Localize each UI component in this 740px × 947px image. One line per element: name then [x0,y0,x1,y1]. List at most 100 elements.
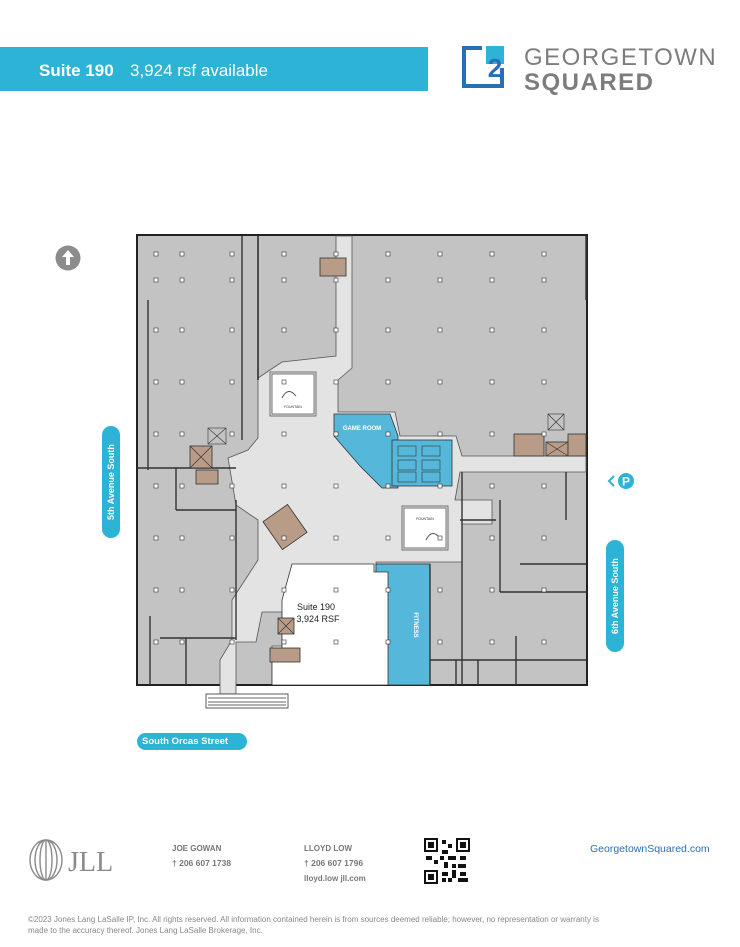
georgetown-squared-logo-icon: 2 [462,46,504,88]
column-marker [281,587,287,593]
column-marker [541,251,547,257]
copyright-notice: ©2023 Jones Lang LaSalle IP, Inc. All ri… [28,915,599,935]
website-link[interactable]: GeorgetownSquared.com [590,843,710,855]
jll-logo-icon: JLL [29,839,113,881]
fitness-label: FITNESS [412,612,418,637]
column-marker [153,277,159,283]
column-marker [437,483,443,489]
column-marker [333,327,339,333]
suite-banner: Suite 190 3,924 rsf available [0,47,428,91]
street-label-west: 5th Avenue South [102,426,120,538]
column-marker [541,327,547,333]
column-marker [153,587,159,593]
column-marker [153,639,159,645]
column-marker [437,535,443,541]
column-marker [489,483,495,489]
column-marker [179,535,185,541]
column-marker [541,277,547,283]
suite-name-label: Suite 190 [297,602,335,612]
column-marker [385,251,391,257]
column-marker [229,535,235,541]
column-marker [489,327,495,333]
column-marker [489,587,495,593]
column-marker [541,639,547,645]
column-marker [333,277,339,283]
fountain-label-lower: FOUNTAIN [416,517,434,521]
column-marker [281,379,287,385]
column-marker [333,639,339,645]
website-name: GeorgetownSquared [590,843,687,855]
column-marker [179,277,185,283]
game-room-label: GAME ROOM [343,426,381,432]
contact-email-2[interactable]: lloyd.low jll.com [304,874,366,883]
street-label-south: South Orcas Street [137,733,247,750]
column-marker [385,483,391,489]
column-marker [385,431,391,437]
contact-phone-1[interactable]: † 206 607 1738 [172,858,232,868]
column-marker [333,431,339,437]
column-marker [385,277,391,283]
fountain-upper: FOUNTAIN [271,373,315,415]
north-arrow-icon [55,245,81,271]
brand-name-line1: GEORGETOWN [524,44,718,71]
contact-name-1: JOE GOWAN [172,844,222,853]
logo-digit: 2 [488,53,502,83]
column-marker [489,379,495,385]
floor-plan: FOUNTAIN FOUNTAIN GAME ROOM FITNESS Suit… [136,234,634,709]
column-marker [153,379,159,385]
column-marker [179,327,185,333]
column-marker [333,251,339,257]
website-domain: .com [686,843,710,855]
column-marker [281,251,287,257]
column-marker [179,639,185,645]
column-marker [229,327,235,333]
column-marker [385,639,391,645]
column-marker [437,587,443,593]
column-marker [489,535,495,541]
column-marker [229,587,235,593]
column-marker [229,431,235,437]
availability-text: 3,924 rsf available [130,61,268,80]
column-marker [385,327,391,333]
structural-columns [153,251,547,645]
column-marker [541,379,547,385]
brand-name-line2: SQUARED [524,69,655,96]
column-marker [229,251,235,257]
column-marker [541,587,547,593]
column-marker [333,535,339,541]
column-marker [541,535,547,541]
column-marker [229,483,235,489]
column-marker [179,587,185,593]
column-marker [489,431,495,437]
suite-label: Suite 190 [39,61,114,80]
column-marker [489,277,495,283]
column-marker [179,483,185,489]
column-marker [179,379,185,385]
qr-code-icon[interactable] [424,838,470,884]
south-entrance-steps [205,693,289,709]
column-marker [437,639,443,645]
column-marker [385,587,391,593]
column-marker [179,251,185,257]
column-marker [281,327,287,333]
contact-phone-2[interactable]: † 206 607 1796 [304,858,364,868]
jll-logo-text: JLL [68,847,113,878]
column-marker [437,379,443,385]
column-marker [153,327,159,333]
column-marker [437,251,443,257]
column-marker [229,277,235,283]
column-marker [153,483,159,489]
column-marker [437,431,443,437]
column-marker [281,483,287,489]
column-marker [437,327,443,333]
column-marker [229,379,235,385]
column-marker [281,639,287,645]
column-marker [489,251,495,257]
street-label-east: 6th Avenue South [606,540,624,652]
elevator-crosses [189,413,569,635]
column-marker [385,379,391,385]
column-marker [229,639,235,645]
column-marker [333,483,339,489]
column-marker [281,535,287,541]
fountain-lower: FOUNTAIN [403,507,447,549]
